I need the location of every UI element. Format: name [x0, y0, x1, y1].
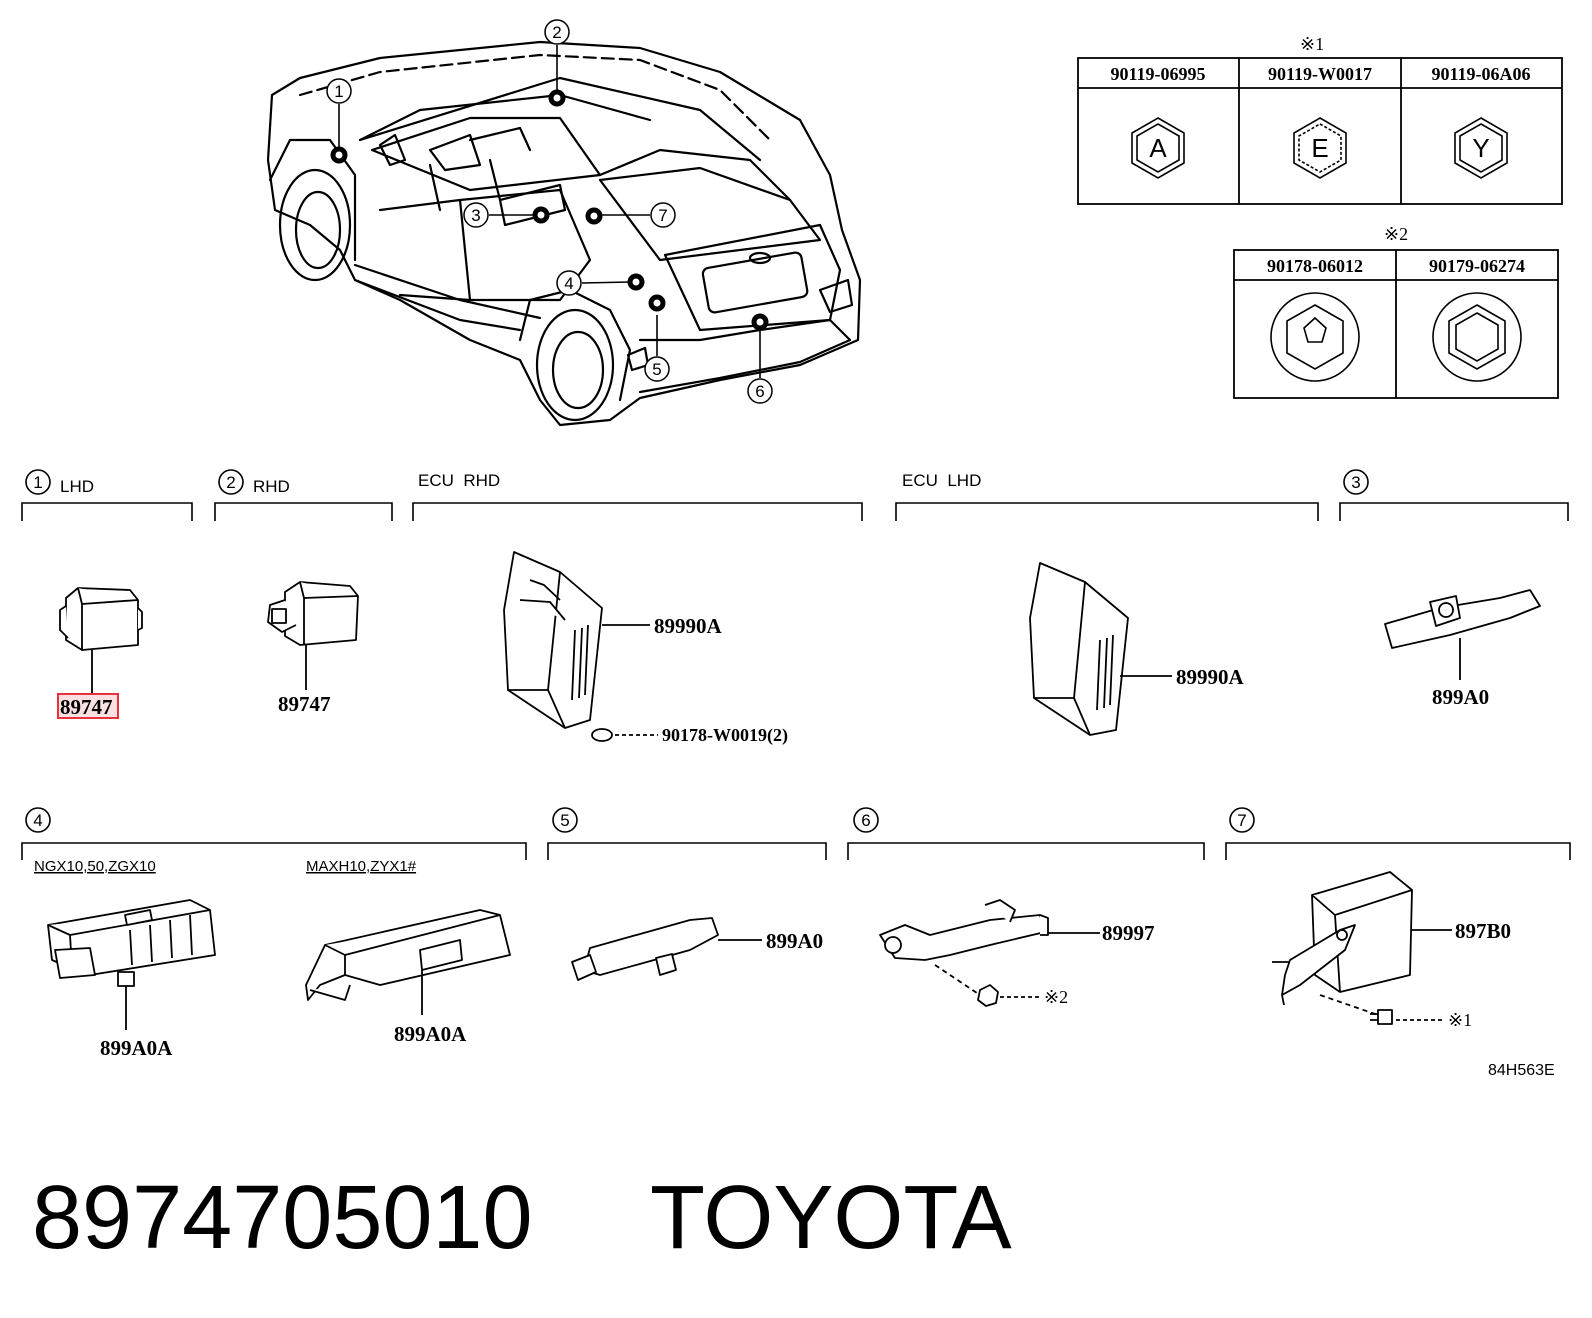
antenna-3-illustration	[1384, 589, 1541, 680]
hex-bolt-e-icon	[1293, 117, 1347, 179]
overview-callout-2: 2	[552, 23, 561, 42]
hex-bolt-a-icon	[1131, 117, 1185, 179]
legend-1-mark: ※1	[1300, 34, 1324, 54]
group-6-fastener-ref[interactable]: ※2	[1044, 987, 1068, 1007]
antenna-4a-illustration	[47, 899, 216, 1030]
group-1-label: LHD	[60, 477, 94, 496]
legend-table-1: ※1 90119-06995 90119-W0017 90119-06A06 A…	[1077, 34, 1563, 205]
overview-callout-circles	[326, 19, 773, 404]
part-899a0-3-label[interactable]: 899A0	[1432, 685, 1489, 709]
legend-1-letter-a: A	[1149, 133, 1167, 163]
hex-bolt-y-icon	[1454, 117, 1508, 179]
legend-1-part-a: 90119-06995	[1110, 64, 1205, 84]
group-7-fastener-ref[interactable]: ※1	[1448, 1010, 1472, 1030]
group-1-number: 1	[33, 473, 42, 492]
ecu-lhd-label: ECU LHD	[902, 471, 981, 490]
antenna-6-illustration	[879, 899, 1100, 1007]
part-89747-lhd-label[interactable]: 89747	[60, 695, 113, 719]
relay-rhd-illustration	[267, 581, 359, 690]
group-4-variant-b: MAXH10,ZYX1#	[306, 858, 417, 875]
overview-callout-4: 4	[564, 274, 573, 293]
overview-callouts	[338, 45, 761, 378]
group-4-variant-a: NGX10,50,ZGX10	[34, 858, 156, 875]
overview-callout-1: 1	[334, 82, 343, 101]
legend-table-2: ※2 90178-06012 90179-06274	[1233, 224, 1559, 399]
ecu-lhd-illustration	[1029, 562, 1172, 736]
legend-2-part-1: 90178-06012	[1267, 256, 1363, 276]
ecu-rhd-part-label[interactable]: 89990A	[654, 614, 723, 638]
group-2-label: RHD	[253, 477, 290, 496]
legend-2-mark: ※2	[1384, 224, 1408, 244]
flange-nut-1-icon	[1270, 292, 1360, 382]
overview-callout-5: 5	[652, 360, 661, 379]
ecu-lhd-part-label[interactable]: 89990A	[1176, 665, 1245, 689]
overview-location-dots	[330, 89, 769, 331]
part-89997-label[interactable]: 89997	[1102, 921, 1155, 945]
overview-callout-7: 7	[658, 206, 667, 225]
antenna-4b-illustration	[305, 909, 511, 1015]
footer-part-number: 8974705010	[32, 1168, 533, 1268]
ecu-rhd-fastener-label[interactable]: 90178-W0019(2)	[662, 725, 788, 746]
group-4-number: 4	[33, 811, 42, 830]
group-6-number: 6	[861, 811, 870, 830]
ecu-rhd-illustration	[503, 551, 658, 742]
module-7-illustration	[1272, 871, 1452, 1025]
antenna-5-illustration	[571, 917, 762, 981]
group-7-number: 7	[1237, 811, 1246, 830]
legend-1-letter-e: E	[1311, 133, 1328, 163]
part-89747-lhd-highlight[interactable]	[57, 693, 119, 719]
legend-1-part-y: 90119-06A06	[1432, 64, 1531, 84]
row-1-section-brackets	[21, 469, 1569, 521]
ecu-rhd-label: ECU RHD	[418, 471, 500, 490]
bolt-7-icon	[1370, 1009, 1393, 1025]
part-89747-rhd-label[interactable]: 89747	[278, 692, 331, 716]
footer-brand: TOYOTA	[650, 1168, 1012, 1268]
row-2-section-brackets	[21, 807, 1571, 860]
part-897b0-label[interactable]: 897B0	[1455, 919, 1511, 943]
part-899a0a-4b-label[interactable]: 899A0A	[394, 1022, 467, 1046]
overview-callout-6: 6	[755, 382, 764, 401]
vehicle-overview-illustration	[266, 40, 862, 427]
part-899a0-5-label[interactable]: 899A0	[766, 929, 823, 953]
nut-6-icon	[977, 984, 999, 1007]
legend-1-part-e: 90119-W0017	[1268, 64, 1372, 84]
diagram-code: 84H563E	[1488, 1062, 1555, 1079]
overview-callout-3: 3	[471, 206, 480, 225]
clip-nut-icon	[591, 728, 613, 742]
group-5-number: 5	[560, 811, 569, 830]
group-3-number: 3	[1351, 473, 1360, 492]
group-2-number: 2	[226, 473, 235, 492]
relay-lhd-illustration	[59, 587, 143, 695]
part-899a0a-4a-label[interactable]: 899A0A	[100, 1036, 173, 1060]
legend-2-part-2: 90179-06274	[1429, 256, 1525, 276]
flange-nut-2-icon	[1432, 292, 1522, 382]
legend-1-letter-y: Y	[1472, 133, 1489, 163]
